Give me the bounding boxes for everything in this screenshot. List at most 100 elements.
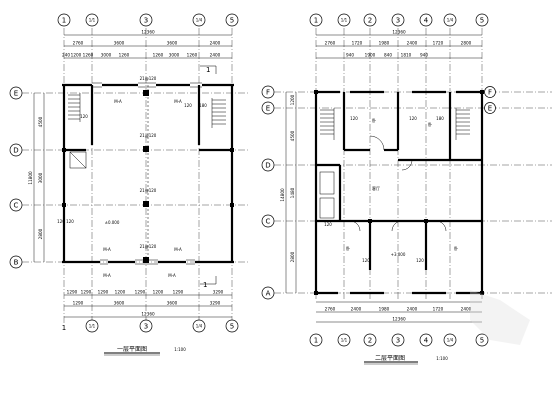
grid-label: 1/1 [89, 324, 96, 329]
section-mark-label: 1 [206, 66, 210, 74]
dimension: 2800 [461, 41, 472, 46]
dimension: 1200 [153, 290, 164, 295]
dimension: 940 [420, 53, 428, 58]
dimension: 3290 [213, 290, 224, 295]
dimension: 1900 [365, 53, 376, 58]
dimension: 1260 [83, 53, 94, 58]
dimension: 3000 [38, 172, 43, 183]
room-label: 客厅 [372, 185, 380, 191]
dimension: 2800 [38, 228, 43, 239]
plan2-bottom-dimensions: 2760 2400 1980 2400 1720 2400 12360 [316, 301, 482, 323]
plan1-bottom-dimensions: 1290 1290 1290 1200 1290 1200 1290 3290 … [64, 290, 232, 318]
dimension: 1200 [290, 94, 295, 105]
dimension: 3600 [114, 301, 125, 306]
plan2-doors [349, 135, 447, 232]
grid-label: 1 [314, 337, 318, 345]
dimension: 1200 [115, 290, 126, 295]
column [230, 148, 234, 152]
floor-level: +3.000 [391, 252, 406, 257]
dimension: 4500 [38, 116, 43, 127]
plan-title: 一层平面图 [117, 346, 147, 353]
dimension: 1480 [290, 187, 295, 198]
plan1-section-mark: 1 1 [200, 65, 217, 289]
plan2-left-dimensions: 14800 1200 4500 1480 2800 [280, 92, 297, 293]
plan2-group: 1 1/1 2 3 4 1/4 5 12360 2760 1720 1980 2… [261, 13, 552, 365]
grid-label: 1/4 [447, 18, 454, 23]
grid-label: 3 [144, 17, 148, 25]
dimension: 2760 [325, 307, 336, 312]
dimension: 1810 [401, 53, 412, 58]
room-label: M-A [168, 273, 176, 278]
grid-label: 1/1 [89, 18, 96, 23]
plan-scale: 1:100 [174, 347, 186, 352]
column [62, 203, 66, 207]
dimension: 2400 [351, 307, 362, 312]
plan1-stair-left [68, 93, 81, 122]
grid-label: 1/4 [196, 18, 203, 23]
grid-label: 1/4 [196, 324, 203, 329]
window-label: 21@120 [140, 133, 157, 138]
room-label: M-A [103, 273, 111, 278]
grid-label: F [266, 89, 270, 97]
section-mark-label: 1 [203, 281, 207, 289]
plan-scale: 1:100 [436, 356, 448, 361]
grid-label: 5 [230, 17, 234, 25]
grid-label: E [266, 105, 270, 113]
grid-label: C [266, 218, 271, 226]
plan2-bathroom [319, 197, 335, 219]
grid-label: 3 [144, 323, 148, 331]
overall-dimension: 12360 [392, 317, 406, 322]
annotation: 120 [409, 116, 417, 121]
annotation: 120 [350, 116, 358, 121]
grid-label: D [13, 147, 18, 155]
dimension: 1290 [98, 290, 109, 295]
grid-label: A [266, 290, 271, 298]
dimension: 1260 [187, 53, 198, 58]
dimension: 1290 [73, 301, 84, 306]
room-label: M-A [174, 99, 182, 104]
grid-label: E [14, 90, 18, 98]
plan1-columns [62, 90, 234, 263]
plan1-left-dimensions: 11800 4500 3000 2800 [28, 93, 45, 262]
plan2-top-grid-bubbles: 1 1/1 2 3 4 1/4 5 [309, 13, 489, 27]
grid-label: 1/4 [447, 338, 454, 343]
dimension: 1290 [135, 290, 146, 295]
overall-dimension: 12360 [141, 312, 155, 317]
dimension: 2800 [290, 251, 295, 262]
room-label: M-A [114, 99, 122, 104]
floor-level: ±0.000 [105, 220, 120, 225]
column [62, 148, 66, 152]
grid-label: D [265, 162, 270, 170]
watermark-logo [470, 290, 530, 345]
plan2-walls [314, 90, 484, 295]
column [143, 257, 149, 263]
dimension: 2400 [210, 41, 221, 46]
plan1-windows [92, 82, 202, 265]
grid-label: F [488, 89, 492, 97]
grid-label: 1 [62, 324, 66, 332]
column [143, 146, 149, 152]
plan2-right-grid-bubbles: F E [484, 86, 496, 114]
plan2-title-block: 二层平面图 1:100 [364, 355, 448, 365]
plan1-group: 1 1/1 3 1/4 5 12360 2760 3600 3600 2400 … [9, 13, 250, 356]
dimension: 1720 [352, 41, 363, 46]
room-label: M-A [174, 247, 182, 252]
dimension: 2400 [210, 53, 221, 58]
plan1-bottom-grid-bubbles: 1 1/1 3 1/4 5 [62, 319, 239, 333]
plan2-stair-right [455, 108, 470, 140]
dimension: 1260 [153, 53, 164, 58]
annotation: 120 [362, 258, 370, 263]
plan2-stair-left [320, 108, 335, 140]
dimension: 940 [346, 53, 354, 58]
plan1-top-grid-bubbles: 1 1/1 3 1/4 5 [57, 13, 239, 27]
plan1-left-grid-bubbles: E D C B [9, 86, 23, 269]
dimension: 2760 [325, 41, 336, 46]
grid-label: 2 [368, 17, 372, 25]
room-label: M-A [103, 247, 111, 252]
grid-label: 3 [396, 17, 400, 25]
window-label: 21@120 [140, 188, 157, 193]
dimension: 3290 [210, 301, 221, 306]
dimension: 14800 [280, 188, 285, 202]
overall-dimension: 12360 [392, 30, 406, 35]
dimension: 1260 [119, 53, 130, 58]
